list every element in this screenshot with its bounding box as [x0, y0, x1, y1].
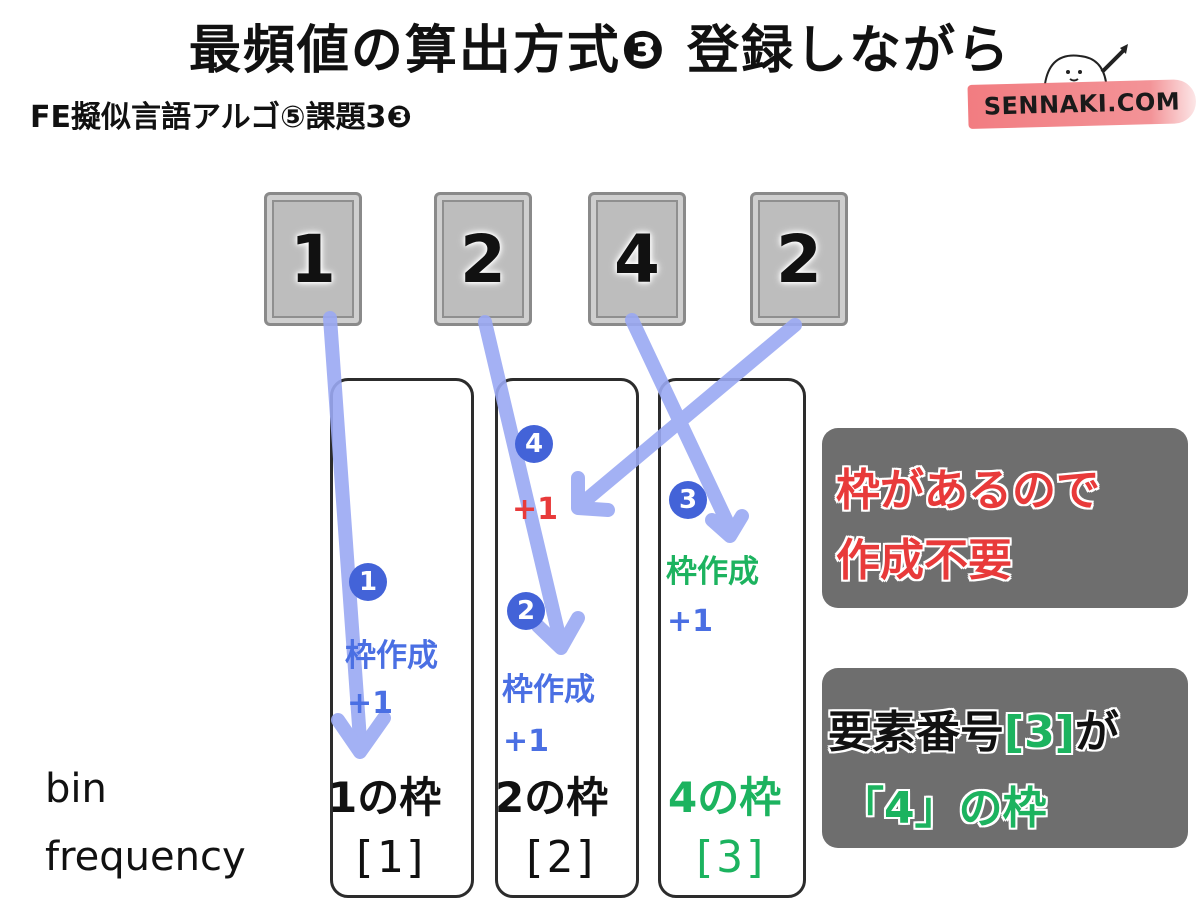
- bin-name-2: 2の枠: [495, 773, 609, 822]
- note1-line2: 作成不要: [836, 535, 1012, 586]
- card-value: 1: [290, 220, 336, 298]
- step4-plus-label: +1: [512, 492, 559, 527]
- step-badge-3: 3: [669, 481, 707, 519]
- bin-frame-2: [495, 378, 639, 898]
- card-value: 2: [776, 220, 822, 298]
- bin-index-3: [3]: [690, 832, 770, 883]
- step-badge-1: 1: [349, 563, 387, 601]
- step-badge-2: 2: [507, 592, 545, 630]
- step3-plus-label: +1: [667, 604, 714, 639]
- card-1: 1: [264, 192, 362, 326]
- bin-row-label: bin: [45, 766, 107, 812]
- card-3: 4: [588, 192, 686, 326]
- step1-create-label: 枠作成: [345, 638, 438, 674]
- page-subtitle: FE擬似言語アルゴ⑤課題3❸: [30, 100, 412, 135]
- arrow-card1-bin1: [323, 311, 367, 747]
- note2-line2: 「4」の枠: [840, 772, 1047, 836]
- step2-create-label: 枠作成: [502, 672, 595, 708]
- note2-part2: [3]: [1004, 707, 1075, 758]
- note2-line2a: 「4」: [840, 783, 959, 834]
- note2-part3: が: [1074, 707, 1119, 758]
- step-badge-4: 4: [515, 425, 553, 463]
- card-4: 2: [750, 192, 848, 326]
- arrow-card2-bin2: [478, 315, 567, 647]
- bin-index-1: [1]: [350, 832, 430, 883]
- arrow-card2b-bin2: [573, 318, 802, 512]
- frequency-row-label: frequency: [45, 834, 246, 880]
- bin-index-2: [2]: [520, 832, 600, 883]
- arrow-head-1: [331, 711, 391, 759]
- step2-plus-label: +1: [503, 724, 550, 759]
- card-value: 2: [460, 220, 506, 298]
- note-element-index: 要素番号[3]が 「4」の枠: [822, 668, 1188, 848]
- step3-create-label: 枠作成: [666, 554, 759, 590]
- bin-frame-1: [330, 378, 474, 898]
- bin-name-3: 4の枠: [668, 773, 782, 822]
- note2-line1: 要素番号[3]が: [828, 696, 1119, 760]
- note2-line2b: の枠: [958, 783, 1047, 834]
- card-value: 4: [614, 220, 660, 298]
- note-no-create: 枠があるので 作成不要: [822, 428, 1188, 608]
- arrow-head-3: [705, 509, 749, 543]
- arrow-head-2: [531, 611, 585, 655]
- note1-line1: 枠があるので: [836, 465, 1100, 516]
- note2-part1: 要素番号: [828, 707, 1004, 758]
- mascot-icon: [1044, 44, 1128, 85]
- step1-plus-label: +1: [347, 686, 394, 721]
- bin-name-1: 1の枠: [328, 773, 442, 822]
- page-title: 最頻値の算出方式❸ 登録しながら: [188, 21, 1012, 81]
- arrow-head-4: [571, 471, 615, 517]
